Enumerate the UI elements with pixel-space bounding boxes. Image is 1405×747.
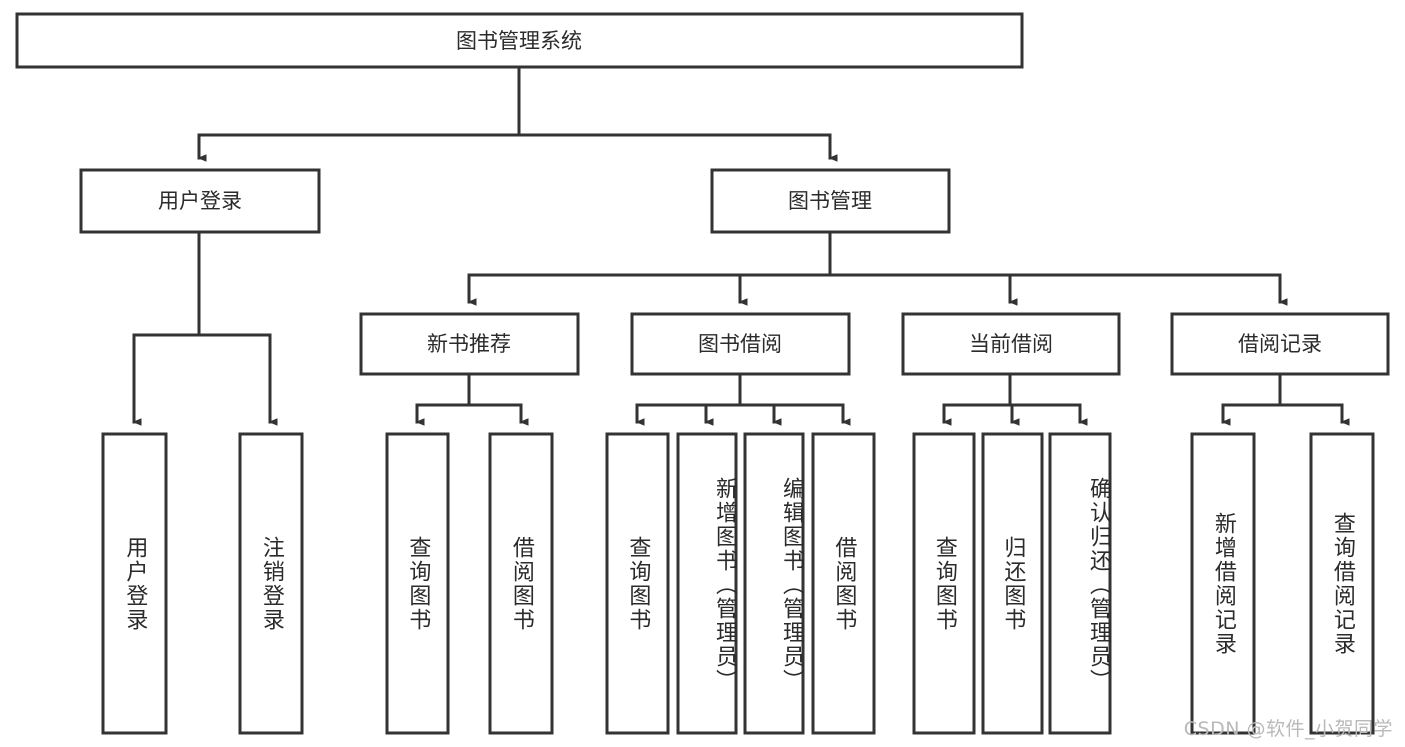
csdn-watermark: CSDN @软件_小贺同学 bbox=[1183, 718, 1393, 740]
node-new-books-box[interactable] bbox=[359, 312, 580, 376]
node-records-label: 借阅记录 bbox=[1238, 332, 1322, 356]
leaf-box-query-book-2[interactable] bbox=[605, 432, 670, 735]
connector-group-book-mgmt bbox=[467, 230, 1288, 306]
node-borrow-box[interactable] bbox=[630, 312, 851, 376]
connector-group-current bbox=[942, 372, 1088, 426]
leaf-box-borrow-book-2[interactable] bbox=[811, 432, 876, 735]
leaf-box-return-book[interactable] bbox=[981, 432, 1044, 735]
node-book-mgmt[interactable]: 图书管理 bbox=[710, 168, 951, 234]
node-borrow-label: 图书借阅 bbox=[698, 332, 782, 356]
node-user-login[interactable]: 用户登录 bbox=[79, 168, 321, 234]
node-root-box[interactable] bbox=[15, 12, 1024, 69]
node-current-label: 当前借阅 bbox=[969, 332, 1053, 356]
leaf-box-logout[interactable] bbox=[238, 432, 304, 735]
node-book-mgmt-box[interactable] bbox=[710, 168, 951, 234]
node-root-label: 图书管理系统 bbox=[456, 29, 582, 53]
connector-group-root bbox=[197, 65, 838, 162]
connector-group-records bbox=[1221, 372, 1350, 426]
node-records[interactable]: 借阅记录 bbox=[1170, 312, 1390, 376]
leaf-box-add-book[interactable] bbox=[676, 432, 738, 735]
leaf-box-query-record[interactable] bbox=[1309, 432, 1375, 735]
node-user-login-label: 用户登录 bbox=[158, 189, 242, 213]
node-new-books[interactable]: 新书推荐 bbox=[359, 312, 580, 376]
node-new-books-label: 新书推荐 bbox=[427, 332, 511, 356]
leaf-box-user-login[interactable] bbox=[101, 432, 168, 735]
leaf-box-query-book-3[interactable] bbox=[912, 432, 976, 735]
node-records-box[interactable] bbox=[1170, 312, 1390, 376]
node-root[interactable]: 图书管理系统 bbox=[15, 12, 1024, 69]
leaf-box-query-book-1[interactable] bbox=[385, 432, 450, 735]
leaf-box-add-record[interactable] bbox=[1190, 432, 1256, 735]
leaf-box-borrow-book-1[interactable] bbox=[488, 432, 554, 735]
node-current[interactable]: 当前借阅 bbox=[901, 312, 1121, 376]
connector-group-user-login bbox=[132, 230, 278, 426]
connector-group-new-books bbox=[415, 372, 529, 426]
node-user-login-box[interactable] bbox=[79, 168, 321, 234]
node-borrow[interactable]: 图书借阅 bbox=[630, 312, 851, 376]
connector-group-borrow bbox=[635, 372, 851, 426]
leaf-box-confirm-return[interactable] bbox=[1048, 432, 1112, 735]
leaf-box-edit-book[interactable] bbox=[743, 432, 805, 735]
node-book-mgmt-label: 图书管理 bbox=[788, 189, 872, 213]
node-current-box[interactable] bbox=[901, 312, 1121, 376]
